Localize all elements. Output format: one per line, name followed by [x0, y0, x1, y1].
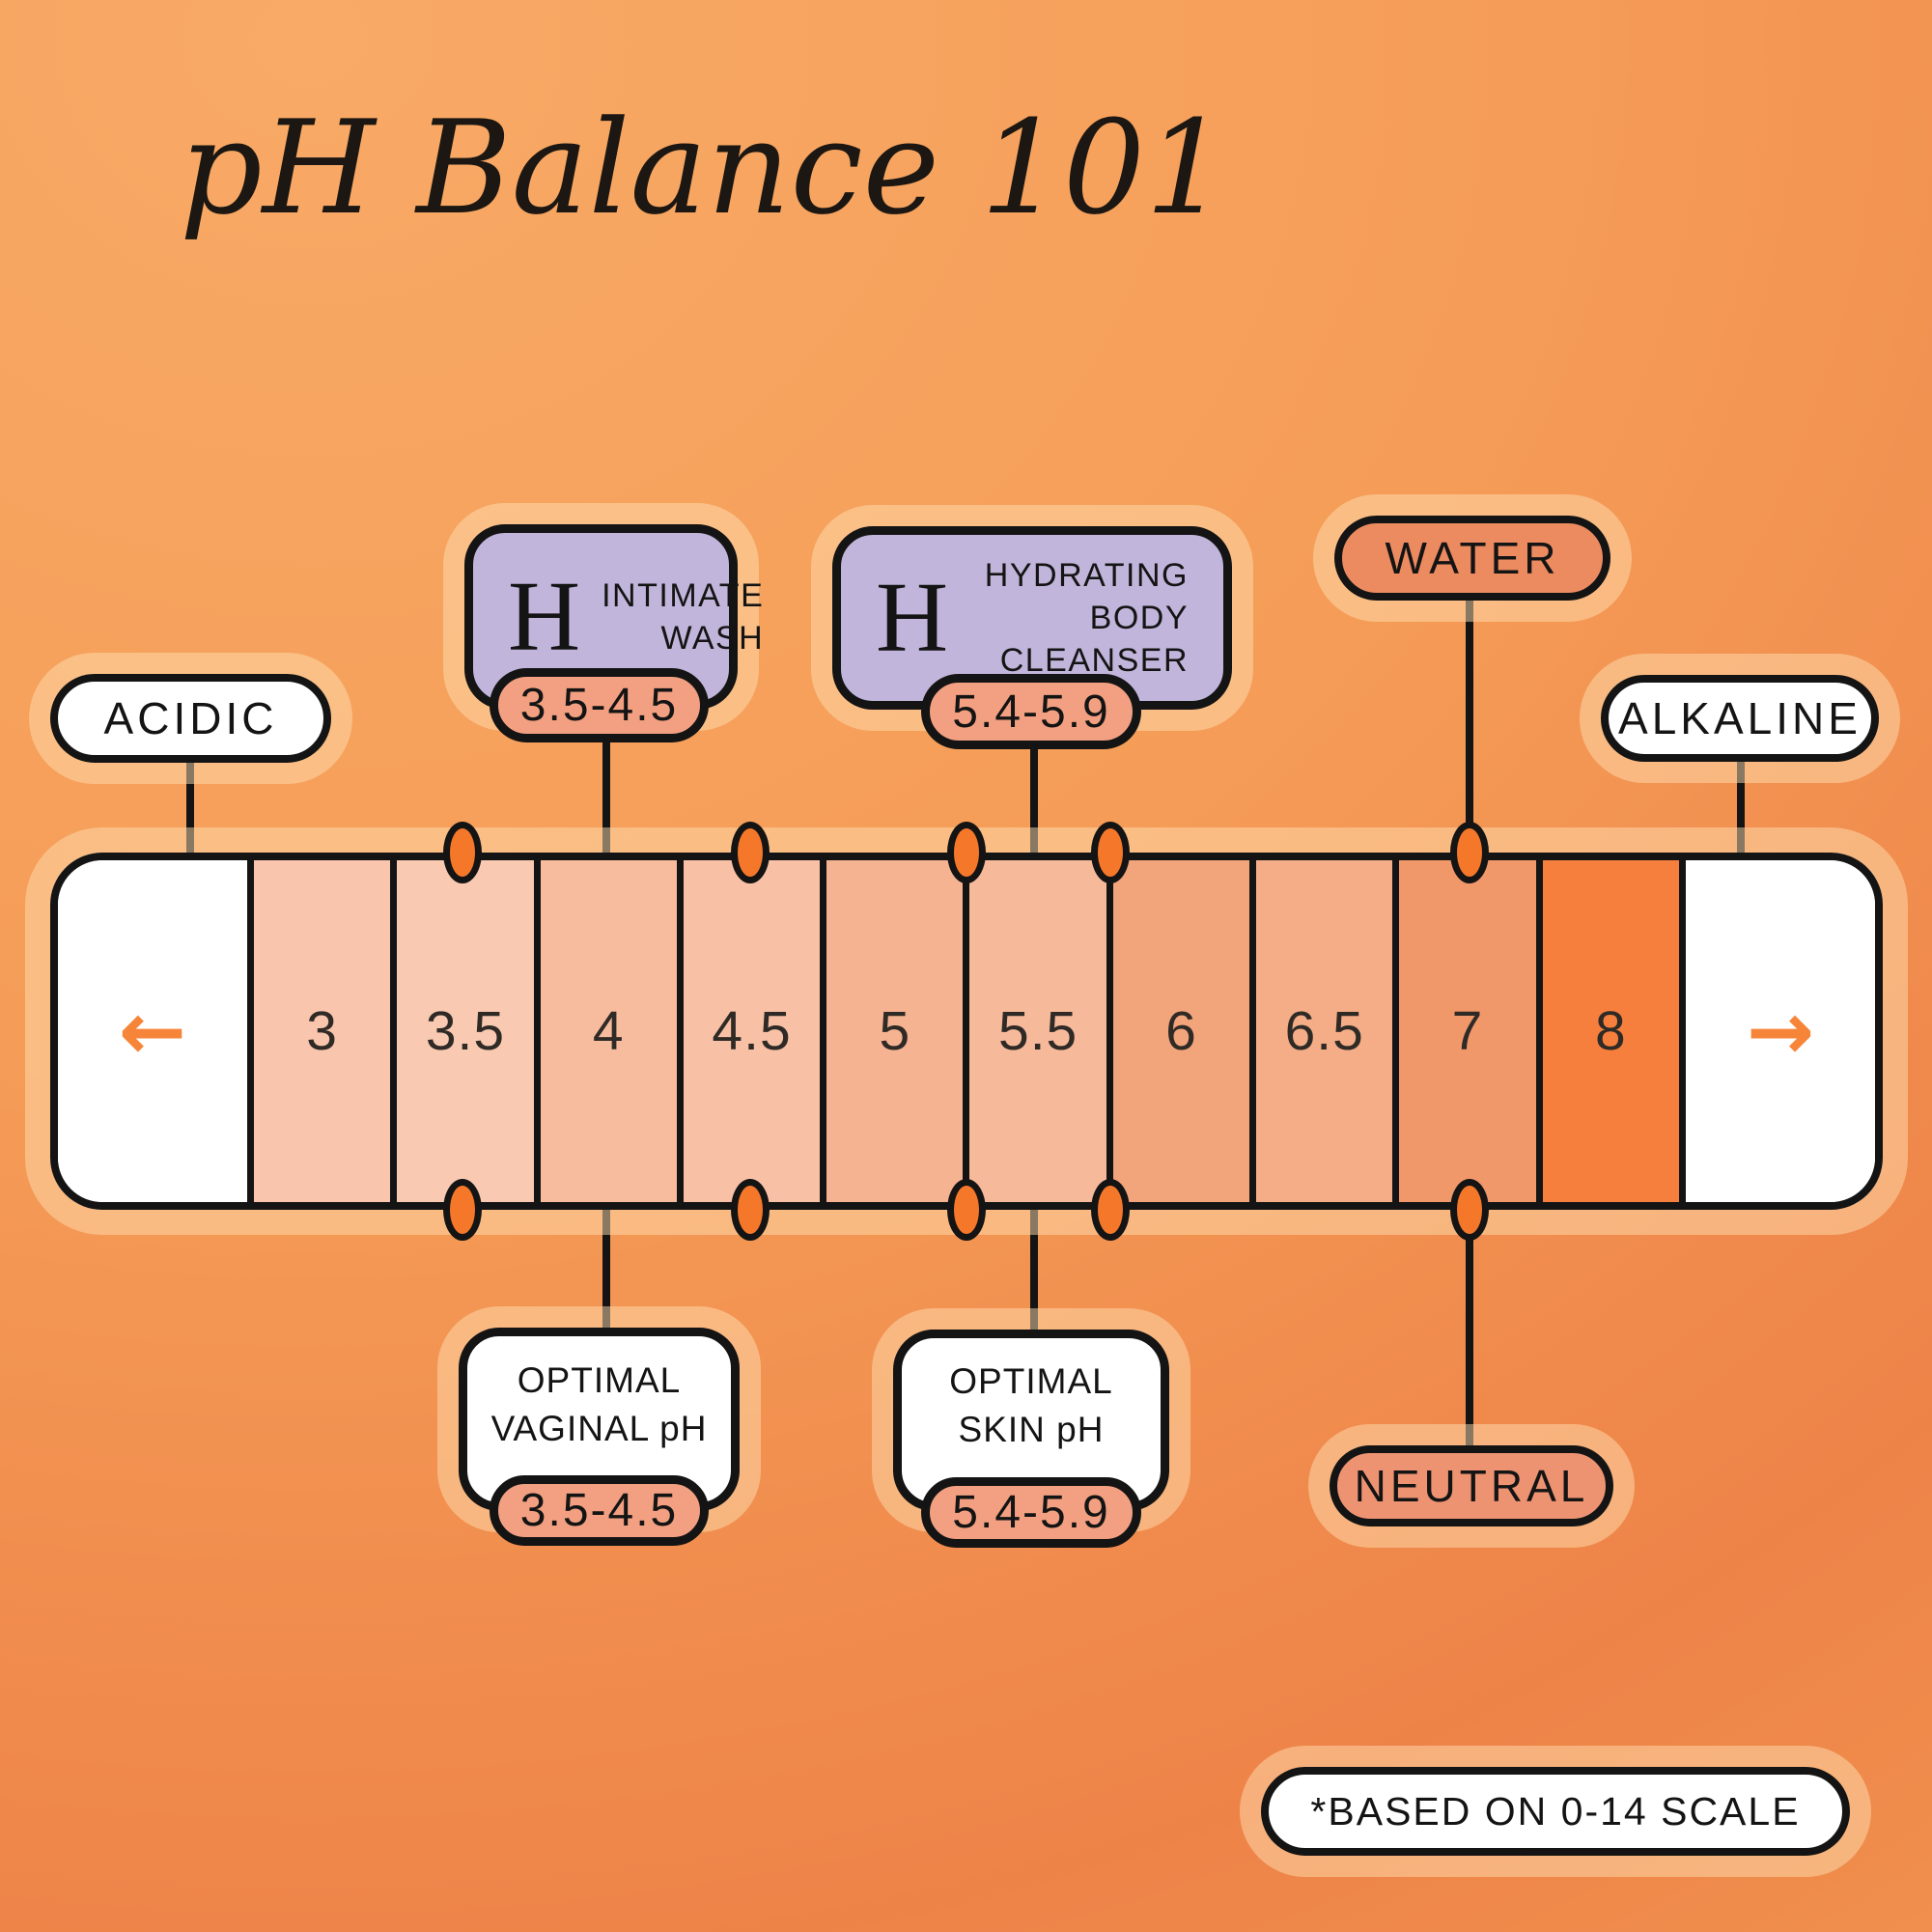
alkaline-label-text: ALKALINE: [1618, 693, 1862, 743]
scale-left-cap: ←: [58, 860, 247, 1202]
brand-h-logo-icon: H: [876, 562, 949, 674]
optimal-label-line1: OPTIMAL: [517, 1360, 682, 1401]
marker-dot-ph-5.4-top: [947, 822, 986, 883]
ph-scale-bar: ← 3 3.5 4 4.5 5 5.5 6 6.5 7 8 →: [50, 822, 1883, 1241]
ph-scale-bar-inner: ← 3 3.5 4 4.5 5 5.5 6 6.5 7 8 →: [50, 853, 1883, 1210]
connector-alkaline: [1737, 756, 1745, 861]
left-arrow-icon: ←: [118, 984, 187, 1078]
water-label: WATER: [1334, 516, 1610, 601]
connector-acidic: [186, 759, 194, 861]
marker-dot-ph-4.5-bot: [731, 1179, 770, 1241]
range-value: 3.5-4.5: [519, 1485, 679, 1536]
connector-optimal-vaginal: [602, 1202, 610, 1333]
neutral-label-text: NEUTRAL: [1354, 1461, 1589, 1511]
connector-optimal-skin: [1030, 1202, 1038, 1333]
ph-segment-label: 6.5: [1284, 1000, 1364, 1062]
marker-dot-ph-5.9-bot: [1091, 1179, 1130, 1241]
page-title: pH Balance 101: [180, 93, 1228, 243]
ph-segment-8: 8: [1535, 860, 1679, 1202]
ph-segment-label: 6: [1165, 1000, 1197, 1062]
ph-segment-7: 7: [1392, 860, 1536, 1202]
range-value: 3.5-4.5: [519, 680, 679, 731]
water-label-text: WATER: [1385, 533, 1560, 583]
ph-segment-5.5: 5.5: [963, 860, 1106, 1202]
marker-dot-ph-3.5-bot: [443, 1179, 482, 1241]
ph-segment-label: 8: [1594, 1000, 1627, 1062]
ph-segment-6: 6: [1106, 860, 1250, 1202]
right-arrow-icon: →: [1746, 984, 1815, 1078]
connector-neutral: [1466, 1202, 1473, 1451]
alkaline-label: ALKALINE: [1601, 675, 1879, 762]
footnote-scale-note: *BASED ON 0-14 SCALE: [1261, 1767, 1850, 1856]
ph-segment-5: 5: [820, 860, 964, 1202]
connector-intimate-wash: [602, 734, 610, 861]
marker-dot-ph-5.4-bot: [947, 1179, 986, 1241]
neutral-label: NEUTRAL: [1330, 1445, 1613, 1526]
product-card-hydrating-cleanser: H HYDRATING BODY CLEANSER: [832, 526, 1232, 710]
connector-hydrating-cleanser: [1030, 743, 1038, 861]
product-name-hydrating-cleanser: HYDRATING BODY CLEANSER: [969, 554, 1189, 683]
range-pill-intimate-wash: 3.5-4.5: [490, 668, 709, 742]
range-pill-optimal-skin: 5.4-5.9: [921, 1477, 1141, 1548]
acidic-label: ACIDIC: [50, 674, 331, 763]
ph-segment-3.5: 3.5: [390, 860, 534, 1202]
connector-water: [1466, 594, 1473, 864]
acidic-label-text: ACIDIC: [103, 693, 278, 743]
range-pill-optimal-vaginal: 3.5-4.5: [490, 1475, 709, 1546]
optimal-label-line2: SKIN pH: [958, 1410, 1105, 1449]
range-value: 5.4-5.9: [952, 1487, 1110, 1538]
marker-dot-ph-5.9-top: [1091, 822, 1130, 883]
ph-segment-4.5: 4.5: [676, 860, 821, 1202]
product-name-line2: WASH: [660, 620, 765, 657]
optimal-label-line2: VAGINAL pH: [490, 1409, 708, 1448]
ph-segment-label: 5: [879, 1000, 911, 1062]
ph-segment-label: 4: [592, 1000, 625, 1062]
marker-dot-ph-7-bot: [1450, 1179, 1489, 1241]
range-value: 5.4-5.9: [952, 686, 1110, 738]
marker-dot-ph-7-top: [1450, 822, 1489, 883]
optimal-label-line1: OPTIMAL: [949, 1361, 1113, 1402]
ph-segment-label: 7: [1451, 1000, 1484, 1062]
marker-dot-ph-3.5-top: [443, 822, 482, 883]
scale-right-cap: →: [1679, 860, 1875, 1202]
product-name-line1: HYDRATING: [984, 556, 1189, 594]
marker-dot-ph-4.5-top: [731, 822, 770, 883]
product-name-line2: BODY CLEANSER: [999, 599, 1189, 680]
ph-segment-label: 3: [306, 1000, 338, 1062]
product-name-line1: INTIMATE: [602, 576, 765, 614]
footnote-text: *BASED ON 0-14 SCALE: [1310, 1788, 1801, 1834]
ph-segment-6.5: 6.5: [1249, 860, 1393, 1202]
product-name-intimate-wash: INTIMATE WASH: [602, 574, 764, 659]
ph-segment-3: 3: [247, 860, 391, 1202]
range-pill-hydrating-cleanser: 5.4-5.9: [921, 674, 1141, 749]
ph-scale-segments: 3 3.5 4 4.5 5 5.5 6 6.5 7 8: [247, 860, 1679, 1202]
ph-segment-label: 3.5: [425, 1000, 506, 1062]
ph-segment-label: 4.5: [712, 1000, 792, 1062]
brand-h-logo-icon: H: [508, 561, 581, 673]
ph-segment-4: 4: [533, 860, 677, 1202]
ph-segment-label: 5.5: [998, 1000, 1078, 1062]
